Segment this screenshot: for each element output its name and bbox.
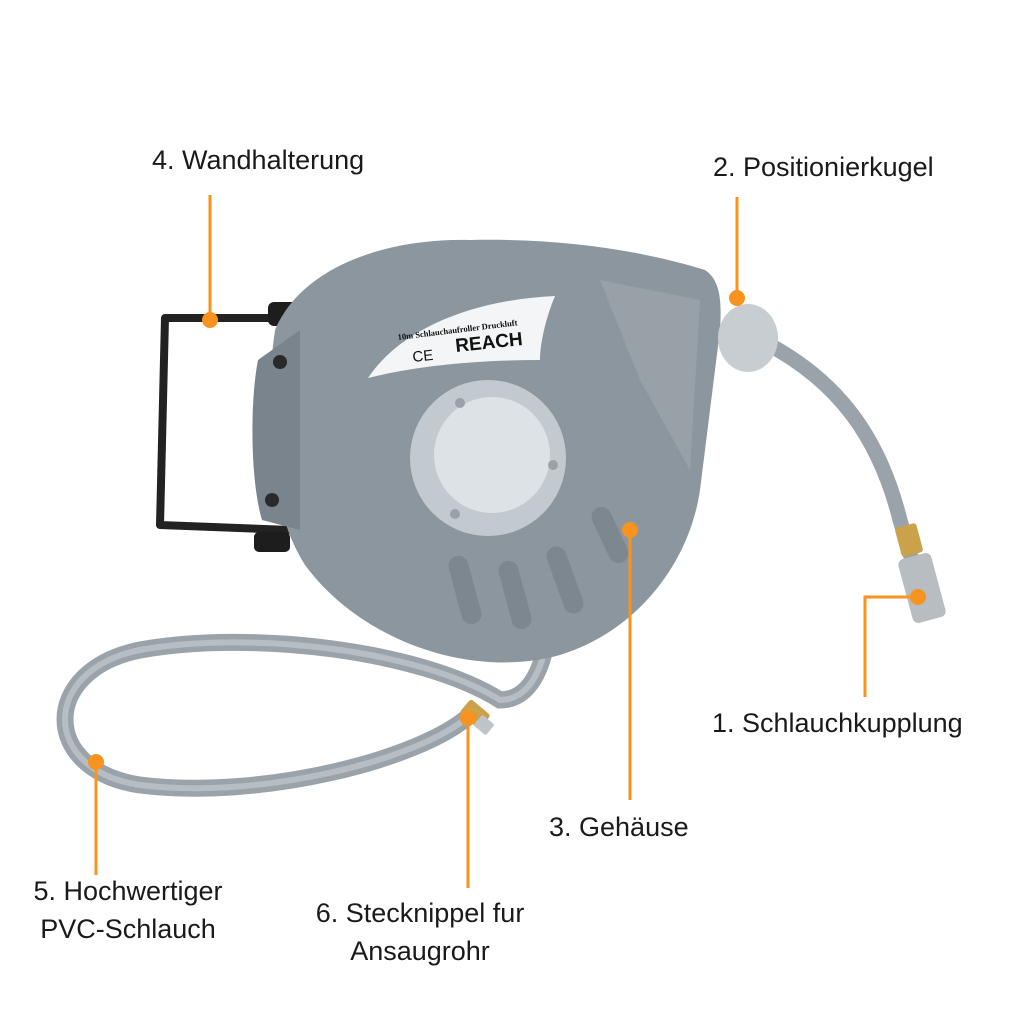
marker-4 xyxy=(202,312,218,328)
marker-1 xyxy=(910,589,926,605)
product-sticker xyxy=(368,296,555,378)
callout-line: PVC-Schlauch xyxy=(40,914,216,944)
callout-gehaeuse: 3. Gehäuse xyxy=(549,812,689,842)
marker-2 xyxy=(729,290,745,306)
positioning-ball xyxy=(718,304,778,372)
outgoing-hose xyxy=(752,332,923,578)
leader-1 xyxy=(863,595,916,697)
housing: 10m Schlauchaufroller Druckluft CE REACH xyxy=(252,239,721,663)
callout-line: 6. Stecknippel fur xyxy=(315,898,525,928)
marker-3 xyxy=(622,522,638,538)
marker-6 xyxy=(460,710,476,726)
coupling xyxy=(895,523,923,557)
ce-mark: CE xyxy=(412,347,435,366)
callout-line: 5. Hochwertiger xyxy=(33,876,223,906)
callout-wandhalterung: 4. Wandhalterung xyxy=(152,145,365,175)
marker-5 xyxy=(88,754,104,770)
callout-line: Ansaugrohr xyxy=(350,936,490,966)
callout-positionierkugel: 2. Positionierkugel xyxy=(713,152,934,182)
callout-pvc-schlauch: 5. Hochwertiger PVC-Schlauch xyxy=(10,872,246,948)
callout-schlauchkupplung: 1. Schlauchkupplung xyxy=(712,708,963,738)
callout-stecknippel: 6. Stecknippel fur Ansaugrohr xyxy=(290,894,550,970)
